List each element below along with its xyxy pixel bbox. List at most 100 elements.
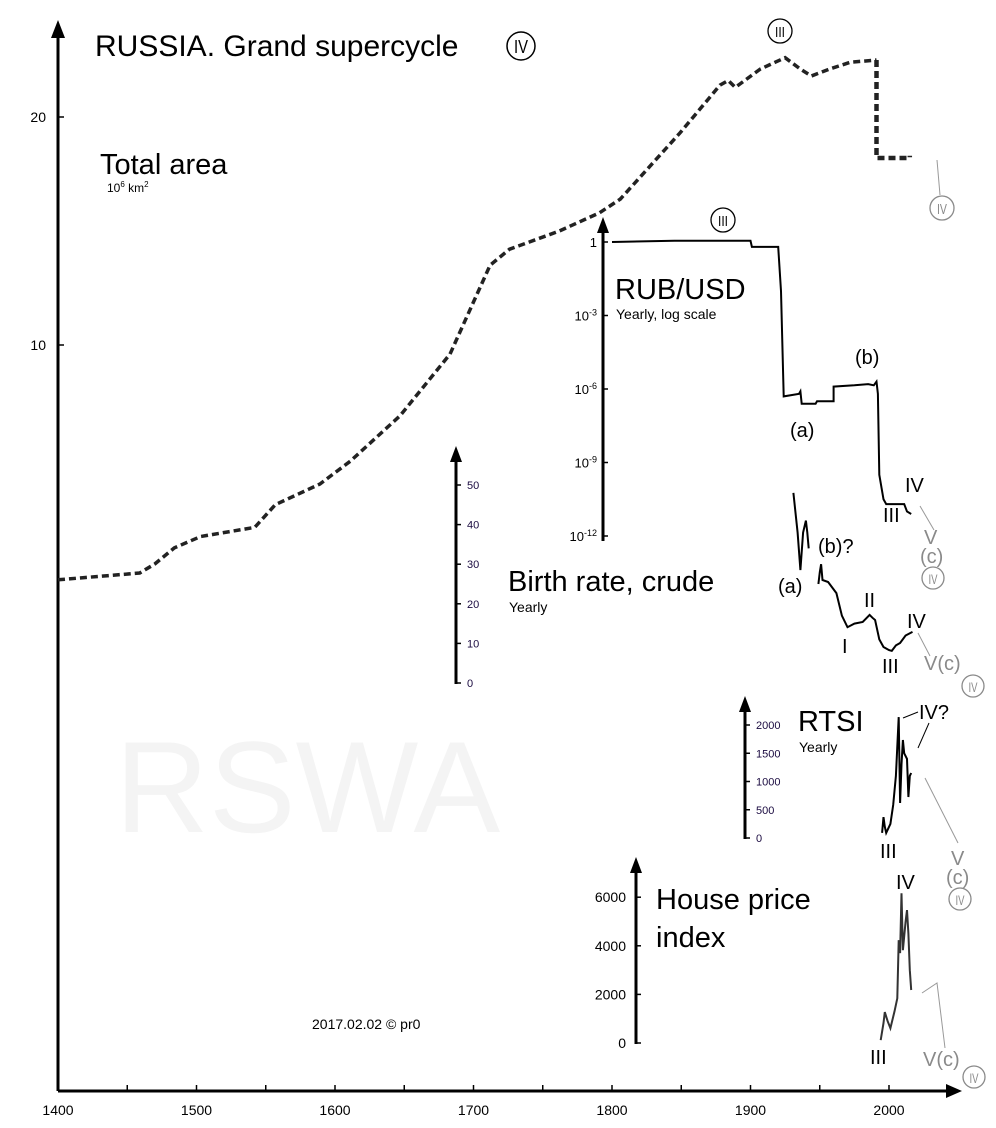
birth-rate-series	[792, 492, 913, 653]
birth-wave-i: I	[842, 636, 848, 658]
birth-rate-line	[817, 564, 913, 653]
y-tick-label: 20	[30, 109, 46, 125]
rub-wave-v: V	[924, 527, 938, 549]
rtsi-wave-iii: III	[880, 841, 897, 863]
rub-wave-iv: IV	[905, 475, 925, 497]
birth-wave-iv: IV	[907, 611, 927, 633]
rtsi-title: RTSI	[798, 706, 864, 738]
house-wave-vc: V(c)	[923, 1049, 960, 1071]
svg-text:III: III	[775, 24, 785, 41]
axis-arrow-icon	[450, 446, 462, 462]
birth-wave-iv-circled: IV	[961, 674, 985, 698]
birth-rate-axis: 0 10 20 30 40 50	[450, 446, 479, 690]
x-tick-label: 2000	[873, 1102, 904, 1118]
x-tick-label: 1800	[596, 1102, 627, 1118]
svg-text:III: III	[718, 213, 728, 230]
birth-wave-ii: II	[864, 590, 875, 612]
axis-tick-label: 10-3	[575, 308, 597, 324]
svg-text:IV: IV	[969, 679, 978, 695]
axis-tick-label: 40	[467, 520, 479, 532]
svg-text:IV: IV	[514, 37, 528, 57]
axis-tick-label: 4000	[595, 938, 626, 954]
title-circled-numeral: IV	[506, 31, 536, 61]
x-tick-label: 1700	[458, 1102, 489, 1118]
credit: 2017.02.02 © pr0	[312, 1016, 421, 1032]
axis-arrow-icon	[739, 696, 751, 712]
birth-wave-iii: III	[882, 656, 899, 678]
x-axis-arrow-icon	[946, 1084, 962, 1098]
house-wave-iv-circled: IV	[962, 1065, 986, 1089]
axis-tick-label: 10-9	[575, 455, 597, 471]
birth-projection-line	[917, 632, 931, 657]
rtsi-wave-v: V	[951, 848, 965, 870]
axis-tick-label: 50	[467, 480, 479, 492]
axis-tick-label: 10-12	[570, 528, 597, 544]
house-price-title-line1: House price	[656, 884, 811, 916]
birth-rate-subtitle: Yearly	[509, 599, 547, 615]
axis-arrow-icon	[597, 217, 609, 233]
svg-text:IV: IV	[929, 571, 938, 587]
rtsi-wave-c: (c)	[946, 867, 969, 889]
birth-wave-a: (a)	[778, 576, 802, 598]
axis-tick-label: 0	[467, 678, 473, 690]
y-tick-label: 10	[30, 337, 46, 353]
rub-wave-c: (c)	[920, 546, 943, 568]
rtsi-iv-pointer-2	[917, 722, 930, 749]
x-tick-label: 1600	[319, 1102, 350, 1118]
area-unit: 106 km2	[107, 180, 149, 195]
rtsi-iv-pointer	[902, 711, 919, 719]
axis-tick-label: 2000	[756, 720, 780, 732]
rub-wave-b: (b)	[855, 347, 879, 369]
birth-wave-vc: V(c)	[924, 653, 961, 675]
house-projection-line	[921, 982, 946, 1049]
house-wave-iv: IV	[896, 872, 916, 894]
rtsi-projection-line	[924, 777, 959, 844]
rtsi-wave-iv: IV?	[919, 702, 949, 724]
axis-tick-label: 0	[618, 1035, 626, 1051]
birth-rate-title: Birth rate, crude	[508, 566, 714, 598]
rub-wave-iii-circled: III	[710, 207, 736, 233]
watermark: RSWA	[115, 714, 500, 860]
svg-text:IV: IV	[970, 1070, 979, 1086]
rtsi-wave-iv-circled: IV	[948, 887, 972, 911]
area-wave-iv: IV	[929, 195, 955, 221]
rub-usd-series	[611, 239, 912, 515]
rtsi-series	[881, 717, 913, 836]
rub-usd-line	[611, 239, 912, 515]
axis-tick-label: 0	[756, 833, 762, 845]
y-axis-arrow-icon	[51, 20, 65, 38]
axis-tick-label: 30	[467, 559, 479, 571]
area-series	[57, 55, 913, 582]
house-wave-iii: III	[870, 1047, 887, 1069]
rtsi-line	[881, 717, 913, 836]
axis-tick-label: 20	[467, 599, 479, 611]
area-line-after-1991	[874, 60, 913, 161]
svg-text:IV: IV	[937, 201, 947, 218]
x-tick-label: 1400	[42, 1102, 73, 1118]
rub-wave-iii: III	[883, 505, 900, 527]
house-price-series	[879, 893, 913, 1041]
area-label: Total area	[100, 149, 228, 181]
area-projection-line	[936, 159, 941, 196]
x-tick-label: 1900	[735, 1102, 766, 1118]
birth-rate-line	[792, 492, 810, 571]
house-price-title-line2: index	[656, 922, 726, 954]
rub-usd-axis: 1 10-3 10-6 10-9 10-12	[570, 217, 609, 544]
axis-tick-label: 10	[467, 638, 479, 650]
rub-wave-iv-circled: IV	[921, 566, 945, 590]
rub-projection-line	[919, 505, 935, 531]
area-line	[57, 55, 877, 582]
rtsi-subtitle: Yearly	[799, 739, 837, 755]
axis-tick-label: 6000	[595, 889, 626, 905]
rub-wave-a: (a)	[790, 420, 814, 442]
axis-tick-label: 10-6	[575, 381, 597, 397]
axis-tick-label: 1500	[756, 748, 780, 760]
house-price-line	[879, 893, 913, 1041]
axis-tick-label: 500	[756, 805, 774, 817]
x-tick-label: 1500	[181, 1102, 212, 1118]
axis-tick-label: 1	[590, 235, 597, 250]
